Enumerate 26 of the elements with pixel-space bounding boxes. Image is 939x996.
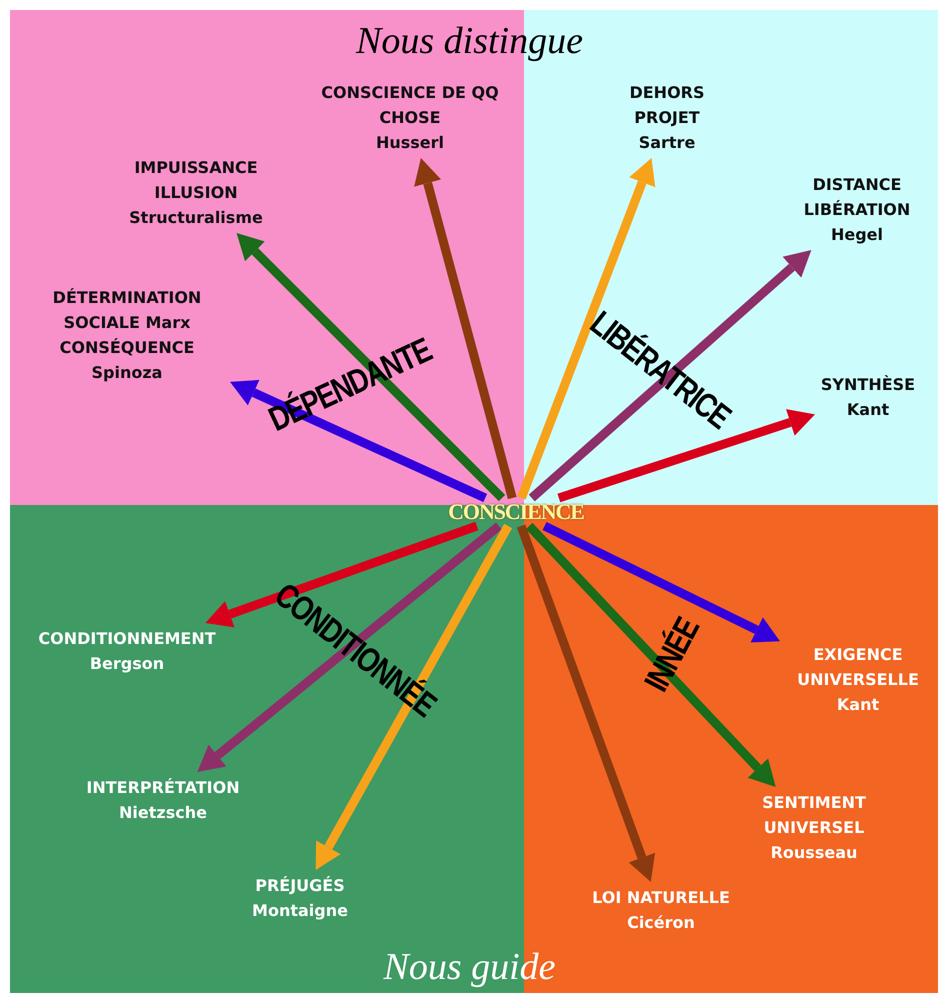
concept-label: CONSCIENCE DE QQ CHOSE Husserl — [315, 80, 505, 155]
concept-label: DÉTERMINATION SOCIALE Marx CONSÉQUENCE Spinoza — [27, 285, 227, 385]
arrow — [542, 522, 780, 642]
concept-label: DISTANCE LIBÉRATION Hegel — [782, 172, 932, 247]
arrow — [197, 522, 502, 772]
arrow — [516, 524, 656, 882]
concept-label: DEHORS PROJET Sartre — [607, 80, 727, 155]
arrow — [526, 522, 776, 787]
concept-label: IMPUISSANCE ILLUSION Structuralisme — [106, 155, 286, 230]
quadrant-heading: INNÉE — [639, 613, 705, 697]
arrow — [316, 524, 512, 870]
arrow — [236, 233, 506, 502]
concept-label: INTERPRÉTATION Nietzsche — [53, 775, 273, 825]
arrow — [205, 522, 478, 628]
arrow — [557, 409, 815, 502]
arrow — [528, 250, 812, 502]
concept-label: SYNTHÈSE Kant — [818, 372, 918, 422]
arrow — [517, 158, 656, 500]
heading-text: Nous distingue — [356, 22, 583, 60]
concept-label: PRÉJUGÉS Montaigne — [235, 873, 365, 923]
concept-label: EXIGENCE UNIVERSELLE Kant — [783, 642, 933, 717]
concept-label: SENTIMENT UNIVERSEL Rousseau — [739, 790, 889, 865]
concept-label: CONDITIONNEMENT Bergson — [7, 626, 247, 676]
arrow — [414, 158, 517, 500]
concept-label: LOI NATURELLE Cicéron — [566, 885, 756, 935]
arrow — [230, 380, 488, 502]
